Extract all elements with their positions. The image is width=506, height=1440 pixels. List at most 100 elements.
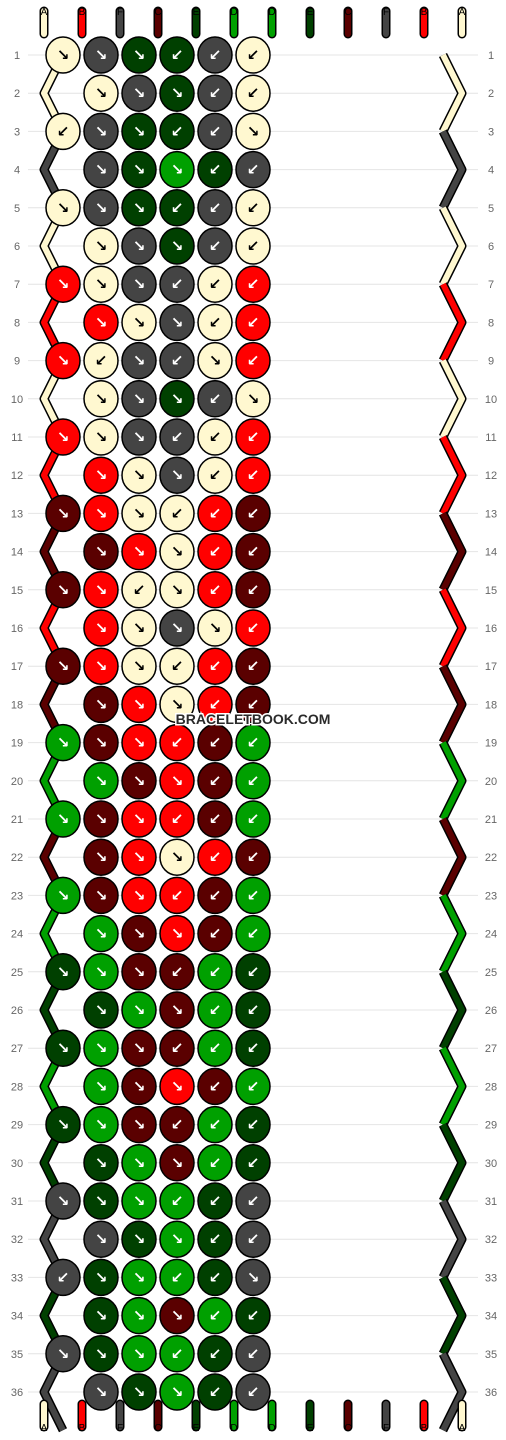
strand-label: E [307, 7, 314, 18]
arrow-down-left-icon: ↙ [247, 543, 260, 561]
knot-ellipse [83, 991, 119, 1029]
knot: ↘ [121, 685, 157, 724]
arrow-down-left-icon: ↙ [209, 428, 222, 446]
arrow-down-right-icon: ↘ [133, 886, 146, 904]
knot-ellipse [197, 303, 233, 342]
row-number: 29 [11, 1120, 23, 1132]
row-number: 23 [485, 890, 497, 902]
arrow-down-left-icon: ↙ [247, 1192, 260, 1210]
knot: ↘ [83, 1220, 119, 1258]
row-number: 15 [485, 585, 497, 597]
edge-thread [440, 970, 465, 1050]
arrow-down-right-icon: ↘ [57, 963, 70, 981]
knot: ↙ [159, 1029, 195, 1067]
knot: ↘ [159, 303, 195, 342]
arrow-down-left-icon: ↙ [247, 313, 260, 331]
knot: ↙ [197, 953, 233, 991]
arrow-down-right-icon: ↘ [171, 619, 184, 637]
knot-ellipse [235, 1258, 271, 1297]
knot: ↙ [197, 838, 233, 876]
knot-ellipse [83, 609, 119, 647]
knot: ↘ [83, 227, 119, 265]
knot: ↙ [235, 1373, 271, 1411]
arrow-down-right-icon: ↘ [95, 1345, 108, 1363]
arrow-down-left-icon: ↙ [171, 657, 184, 675]
arrow-down-right-icon: ↘ [133, 810, 146, 828]
arrow-down-right-icon: ↘ [133, 199, 146, 217]
knot-ellipse [121, 380, 157, 418]
knot: ↙ [197, 74, 233, 112]
arrow-down-right-icon: ↘ [95, 199, 108, 217]
knot-ellipse [83, 647, 119, 685]
knot-ellipse [159, 723, 195, 762]
knot-ellipse [83, 380, 119, 418]
knot-ellipse [235, 991, 271, 1029]
arrow-down-right-icon: ↘ [57, 657, 70, 675]
knot: ↙ [235, 1144, 271, 1182]
knot-ellipse [197, 532, 233, 571]
knot: ↙ [159, 723, 195, 762]
knot-ellipse [121, 1335, 157, 1373]
knot: ↙ [197, 647, 233, 685]
knot-ellipse [83, 1105, 119, 1144]
knot: ↘ [45, 723, 81, 762]
knot: ↘ [45, 1029, 81, 1067]
edge-thread [440, 1046, 465, 1126]
knot: ↙ [197, 1182, 233, 1220]
knot-ellipse [83, 36, 119, 74]
arrow-down-right-icon: ↘ [133, 925, 146, 943]
knot: ↙ [235, 571, 271, 609]
knot-ellipse [121, 189, 157, 227]
arrow-down-right-icon: ↘ [95, 1154, 108, 1172]
arrow-down-left-icon: ↙ [95, 352, 108, 370]
knot: ↘ [159, 532, 195, 571]
arrow-down-left-icon: ↙ [171, 428, 184, 446]
knot-ellipse [235, 341, 271, 380]
knot-ellipse [45, 494, 81, 533]
knot-ellipse [83, 1182, 119, 1220]
knot-ellipse [83, 1335, 119, 1373]
row-number: 30 [11, 1158, 23, 1170]
arrow-down-right-icon: ↘ [95, 466, 108, 484]
knot: ↘ [83, 112, 119, 151]
knot: ↙ [159, 800, 195, 838]
arrow-down-right-icon: ↘ [95, 657, 108, 675]
knot: ↙ [159, 189, 195, 227]
knot-ellipse [121, 762, 157, 800]
knot-ellipse [235, 150, 271, 189]
knot: ↙ [235, 532, 271, 571]
arrow-down-left-icon: ↙ [209, 390, 222, 408]
knot: ↙ [159, 265, 195, 303]
row-number: 4 [14, 165, 20, 177]
arrow-down-right-icon: ↘ [133, 1192, 146, 1210]
knot-ellipse [121, 1258, 157, 1297]
knot-ellipse [83, 571, 119, 609]
knot: ↙ [235, 1296, 271, 1335]
knot-ellipse [121, 838, 157, 876]
knot-ellipse [197, 762, 233, 800]
knot: ↘ [83, 800, 119, 838]
knot: ↙ [197, 991, 233, 1029]
arrow-down-left-icon: ↙ [247, 275, 260, 293]
knot: ↘ [121, 36, 157, 74]
row-number: 27 [485, 1043, 497, 1055]
arrow-down-right-icon: ↘ [95, 619, 108, 637]
knot: ↘ [83, 685, 119, 724]
knot: ↙ [159, 1105, 195, 1144]
knot: ↙ [159, 1258, 195, 1297]
arrow-down-right-icon: ↘ [133, 1001, 146, 1019]
knot-ellipse [83, 418, 119, 456]
arrow-down-left-icon: ↙ [247, 1345, 260, 1363]
row-number: 11 [485, 432, 496, 444]
knot-ellipse [121, 1373, 157, 1411]
arrow-down-left-icon: ↙ [247, 428, 260, 446]
knot-ellipse [235, 380, 271, 418]
arrow-down-right-icon: ↘ [57, 504, 70, 522]
strand-label: F [117, 1423, 123, 1434]
knot-ellipse [45, 1258, 81, 1297]
knot: ↘ [121, 189, 157, 227]
arrow-down-right-icon: ↘ [95, 504, 108, 522]
arrow-down-right-icon: ↘ [57, 581, 70, 599]
knot-ellipse [197, 380, 233, 418]
